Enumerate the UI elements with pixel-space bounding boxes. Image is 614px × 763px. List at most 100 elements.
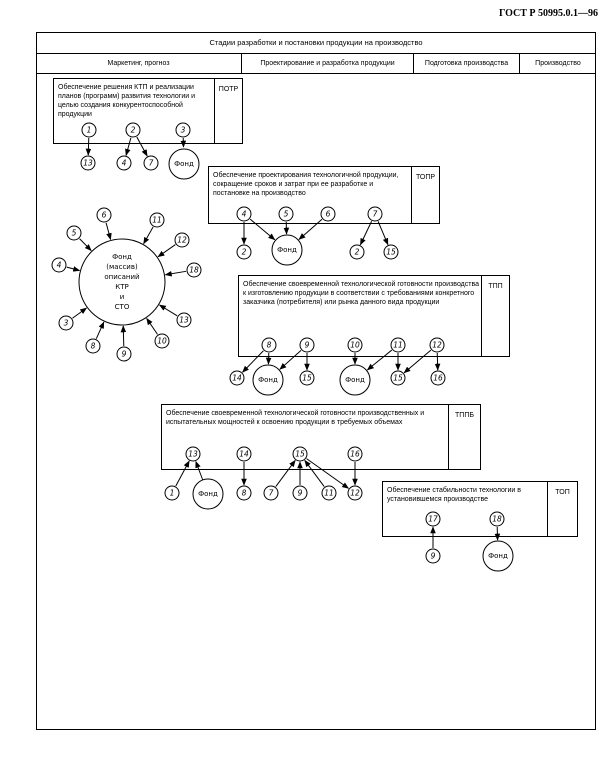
numbered-node bbox=[390, 370, 406, 386]
numbered-node-label: 15 bbox=[393, 374, 403, 383]
numbered-node-label: 8 bbox=[267, 341, 272, 350]
numbered-node-label: 9 bbox=[122, 350, 127, 359]
numbered-node-label: 1 bbox=[87, 126, 92, 135]
numbered-node bbox=[278, 206, 294, 222]
numbered-node bbox=[236, 446, 252, 462]
fund-node bbox=[339, 364, 371, 396]
numbered-node bbox=[349, 244, 365, 260]
numbered-node bbox=[429, 337, 445, 353]
arrow-edge bbox=[85, 137, 92, 156]
numbered-node bbox=[229, 370, 245, 386]
numbered-node-label: 9 bbox=[305, 341, 310, 350]
numbered-node-label: 8 bbox=[242, 489, 247, 498]
numbered-node-label: 9 bbox=[431, 552, 436, 561]
numbered-node-label: 12 bbox=[177, 236, 187, 245]
numbered-node-label: 7 bbox=[373, 210, 378, 219]
stages-header: Стадии разработки и постановки продукции… bbox=[36, 32, 596, 54]
document-code: ГОСТ Р 50995.0.1—96 bbox=[498, 8, 598, 19]
fund-node bbox=[192, 478, 224, 510]
numbered-node-label: 15 bbox=[386, 248, 396, 257]
fund-node bbox=[482, 540, 514, 572]
numbered-node-label: 6 bbox=[102, 211, 107, 220]
numbered-node-label: 4 bbox=[57, 261, 62, 270]
numbered-node-label: 9 bbox=[298, 489, 303, 498]
numbered-node-label: 11 bbox=[324, 489, 334, 498]
arrow-edge bbox=[105, 222, 112, 241]
numbered-node bbox=[80, 155, 96, 171]
arrow-edge bbox=[95, 321, 105, 339]
numbered-node-label: 16 bbox=[350, 450, 360, 459]
numbered-node bbox=[367, 206, 383, 222]
arrow-edge bbox=[306, 458, 350, 489]
numbered-node bbox=[299, 337, 315, 353]
fund-node-label: Фонд bbox=[277, 246, 297, 254]
stage-design: Проектирование и разработка продукции bbox=[242, 54, 414, 74]
numbered-node-label: 4 bbox=[242, 210, 247, 219]
numbered-node bbox=[425, 511, 441, 527]
box-top-text: Обеспечение стабильности технологии в ус… bbox=[387, 487, 521, 503]
numbered-node bbox=[96, 207, 112, 223]
numbered-node bbox=[66, 225, 82, 241]
fund-node-label: Фонд bbox=[488, 552, 508, 560]
fund-node bbox=[168, 148, 200, 180]
arrow-edge bbox=[66, 266, 81, 272]
arrow-edge bbox=[136, 136, 148, 157]
arrow-edge bbox=[79, 238, 92, 252]
numbered-node-label: 12 bbox=[432, 341, 442, 350]
numbered-node-label: 17 bbox=[428, 515, 438, 524]
numbered-node-label: 5 bbox=[72, 229, 77, 238]
arrow-edge bbox=[164, 270, 187, 277]
arrow-edge bbox=[120, 325, 127, 347]
numbered-node-label: 18 bbox=[492, 515, 502, 524]
numbered-node-label: 3 bbox=[181, 126, 186, 135]
numbered-node-label: 11 bbox=[152, 216, 162, 225]
fund-hub-label: и bbox=[120, 293, 125, 301]
numbered-node bbox=[143, 155, 159, 171]
numbered-node bbox=[321, 485, 337, 501]
numbered-node-label: 1 bbox=[170, 489, 175, 498]
stage-production: Производство bbox=[520, 54, 596, 74]
numbered-node bbox=[176, 312, 192, 328]
numbered-node bbox=[383, 244, 399, 260]
arrow-edge bbox=[434, 352, 441, 371]
fund-hub-label: КТР bbox=[115, 283, 128, 291]
numbered-node-label: 14 bbox=[232, 374, 242, 383]
arrow-edge bbox=[143, 226, 154, 245]
numbered-node-label: 13 bbox=[188, 450, 198, 459]
arrow-edge bbox=[175, 460, 190, 487]
box-tpp: Обеспечение своевременной технологическо… bbox=[238, 275, 510, 357]
numbered-node bbox=[320, 206, 336, 222]
numbered-node-label: 7 bbox=[269, 489, 274, 498]
numbered-node-label: 4 bbox=[122, 159, 127, 168]
diagram-frame bbox=[36, 32, 596, 730]
numbered-node-label: 15 bbox=[302, 374, 312, 383]
numbered-node bbox=[347, 446, 363, 462]
numbered-node-label: 2 bbox=[242, 248, 247, 257]
arrow-edge bbox=[242, 350, 264, 373]
numbered-node bbox=[85, 338, 101, 354]
arrow-edge bbox=[304, 459, 325, 487]
box-potr-code: ПОТР bbox=[214, 79, 242, 143]
box-tppb-code: ТППБ bbox=[448, 405, 480, 469]
numbered-node-label: 6 bbox=[326, 210, 331, 219]
fund-node-label: Фонд bbox=[198, 490, 218, 498]
fund-node-label: Фонд bbox=[345, 376, 365, 384]
box-tpp-text: Обеспечение своевременной технологическо… bbox=[243, 281, 480, 306]
fund-hub-label: (массив) bbox=[106, 263, 138, 271]
box-top: Обеспечение стабильности технологии в ус… bbox=[382, 481, 578, 537]
numbered-node bbox=[116, 155, 132, 171]
arrow-edge bbox=[125, 137, 132, 156]
numbered-node bbox=[292, 485, 308, 501]
numbered-node bbox=[347, 485, 363, 501]
numbered-node-label: 13 bbox=[179, 316, 189, 325]
numbered-node-label: 11 bbox=[393, 341, 403, 350]
fund-node-label: Фонд bbox=[174, 160, 194, 168]
arrow-edge bbox=[275, 459, 296, 487]
numbered-node bbox=[236, 206, 252, 222]
numbered-node bbox=[489, 511, 505, 527]
numbered-node-label: 2 bbox=[131, 126, 136, 135]
arrow-edge bbox=[377, 221, 389, 246]
numbered-node bbox=[390, 337, 406, 353]
arrow-edge bbox=[249, 218, 276, 241]
